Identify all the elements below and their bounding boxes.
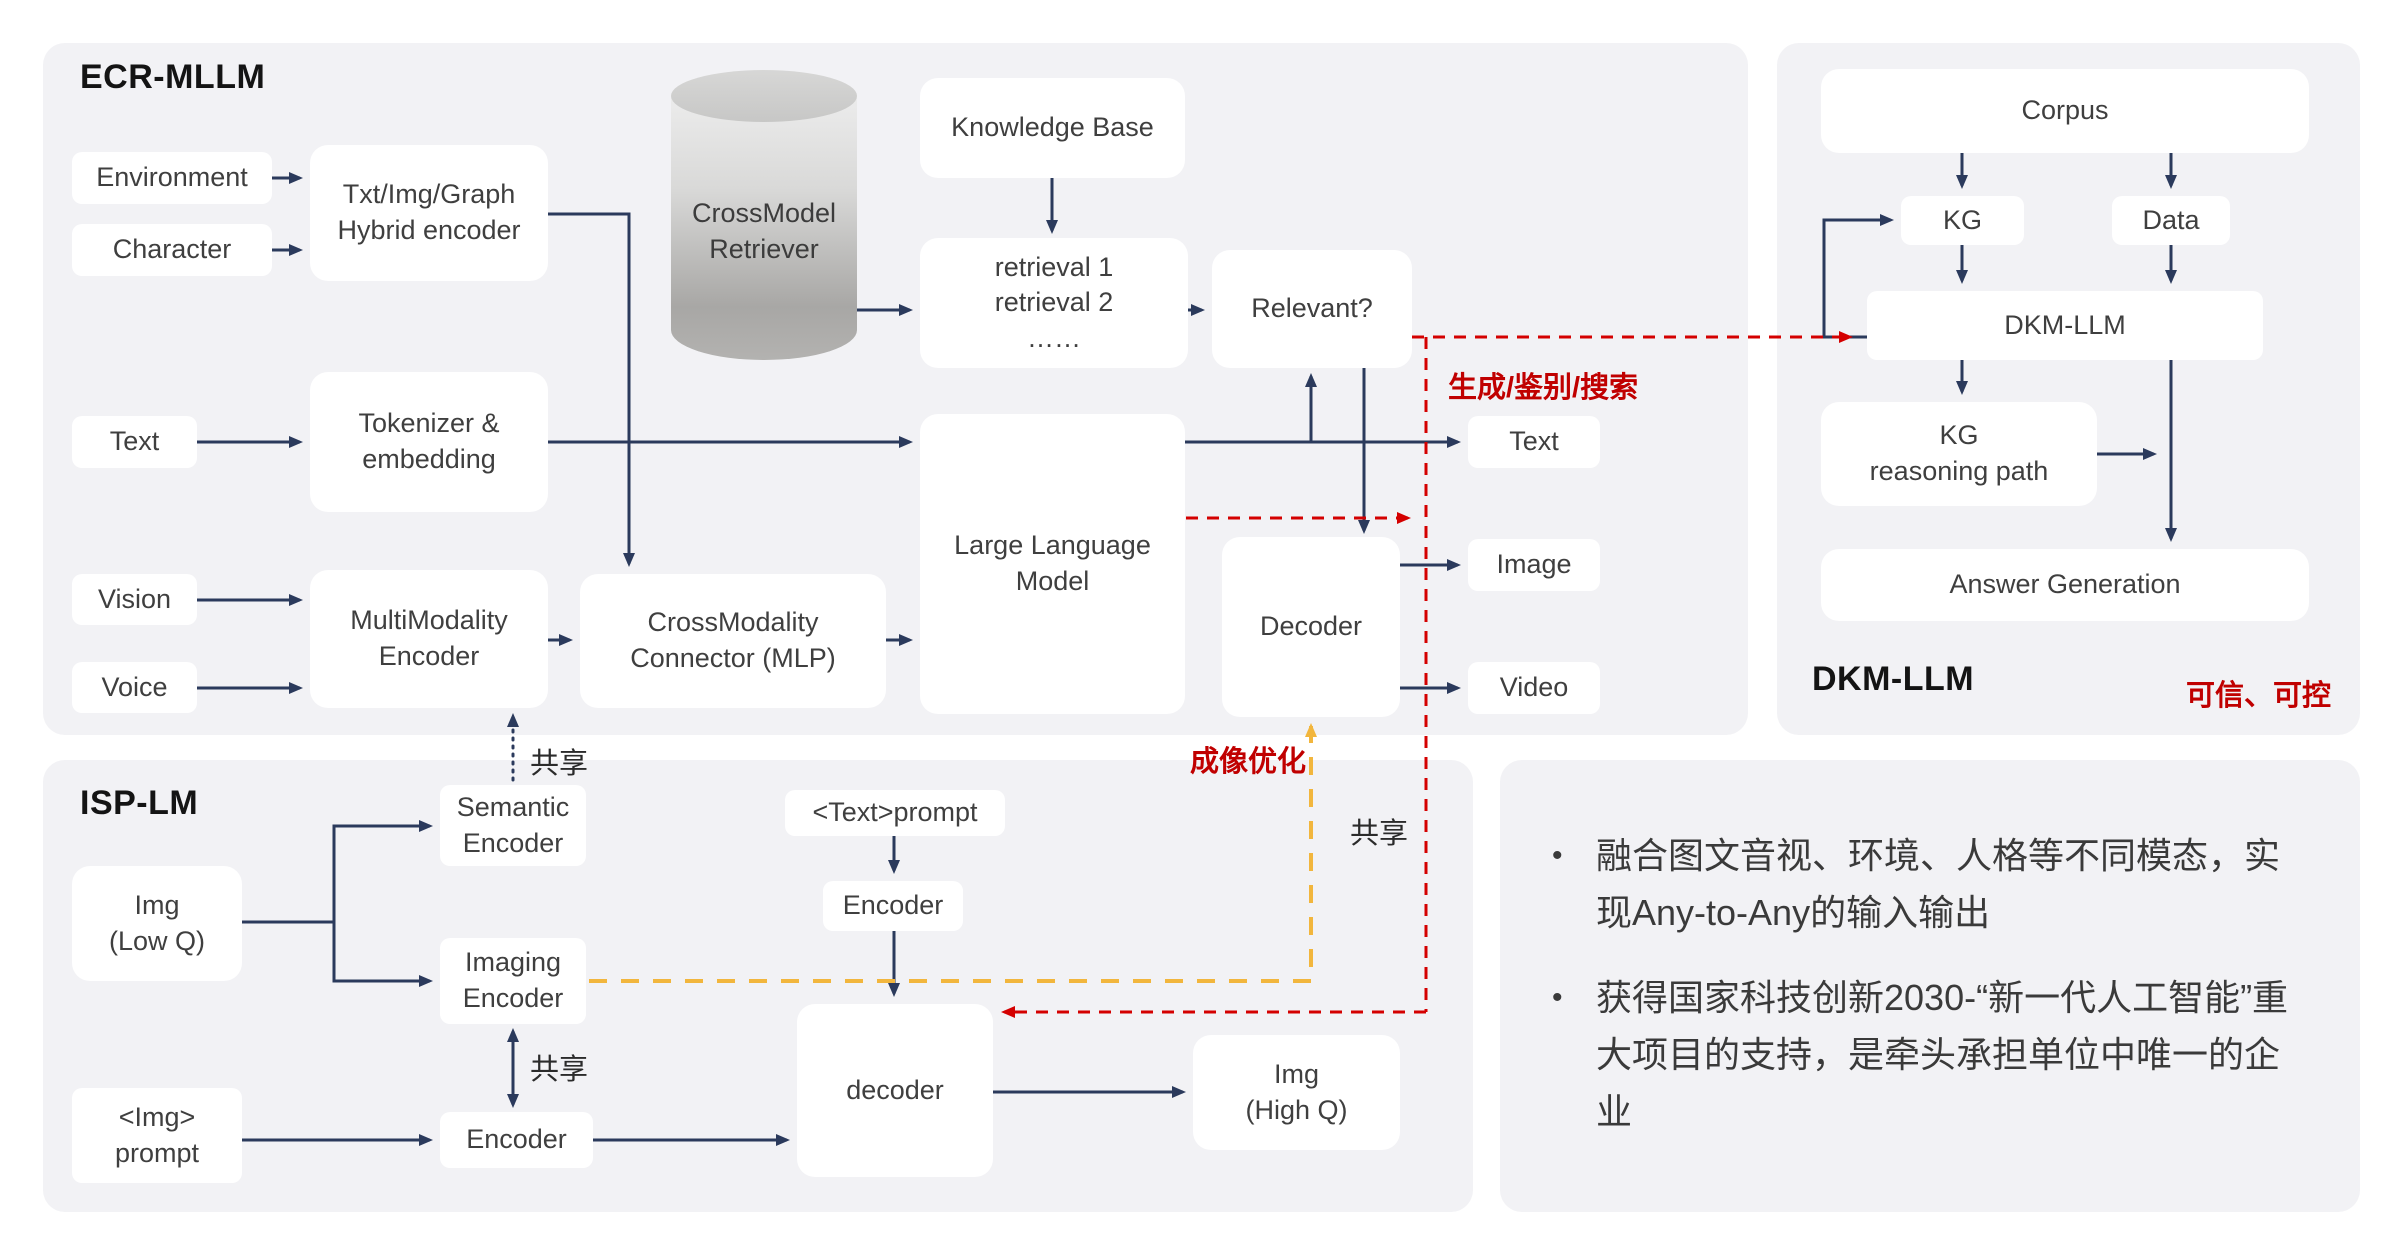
hybrid-encoder-node: Txt/Img/Graph Hybrid encoder <box>310 145 548 281</box>
trust-controllable-label: 可信、可控 <box>2186 680 2332 712</box>
imaging-encoder-node: Imaging Encoder <box>440 938 586 1024</box>
crossmodel-retriever-cylinder: CrossModel Retriever <box>671 70 857 360</box>
crossmodality-connector-node: CrossModality Connector (MLP) <box>580 574 886 708</box>
crossmodel-retriever-label: CrossModel Retriever <box>691 198 837 265</box>
notes-list: • 融合图文音视、环境、人格等不同模态，实现Any-to-Any的输入输出 • … <box>1552 828 2312 1168</box>
img-low-q-node: Img (Low Q) <box>72 866 242 981</box>
knowledge-base-node: Knowledge Base <box>920 78 1185 178</box>
img-high-q-node: Img (High Q) <box>1193 1035 1400 1150</box>
kg-node: KG <box>1901 196 2024 245</box>
semantic-encoder-node: Semantic Encoder <box>440 785 586 866</box>
bullet-marker: • <box>1552 980 1563 1014</box>
dkm-llm-node: DKM-LLM <box>1867 291 2263 360</box>
note-text-1: 融合图文音视、环境、人格等不同模态，实现Any-to-Any的输入输出 <box>1596 835 2281 933</box>
environment-node: Environment <box>72 152 272 204</box>
multimodality-encoder-node: MultiModality Encoder <box>310 570 548 708</box>
answer-generation-node: Answer Generation <box>1821 549 2309 621</box>
data-node: Data <box>2112 196 2230 245</box>
voice-node: Voice <box>72 662 197 713</box>
corpus-node: Corpus <box>1821 69 2309 153</box>
encoder-bottom-node: Encoder <box>440 1112 593 1168</box>
kg-reasoning-path-node: KG reasoning path <box>1821 402 2097 506</box>
generate-discriminate-search-label: 生成/鉴别/搜索 <box>1448 372 1639 404</box>
note-bullet-2: • 获得国家科技创新2030-“新一代人工智能”重大项目的支持，是牵头承担单位中… <box>1552 970 2312 1141</box>
dkm-llm-title: DKM-LLM <box>1812 660 1975 698</box>
tokenizer-node: Tokenizer & embedding <box>310 372 548 512</box>
isp-decoder-node: decoder <box>797 1004 993 1177</box>
isp-lm-title: ISP-LM <box>80 784 199 822</box>
share-label-decoder: 共享 <box>1350 818 1409 850</box>
character-node: Character <box>72 224 272 276</box>
decoder-node: Decoder <box>1222 537 1400 717</box>
cylinder-body <box>671 96 857 360</box>
text-prompt-node: <Text>prompt <box>785 790 1005 836</box>
retrieval-node: retrieval 1 retrieval 2 …… <box>920 238 1188 368</box>
share-label-semantic: 共享 <box>530 748 589 780</box>
img-prompt-node: <Img> prompt <box>72 1088 242 1183</box>
imaging-optimization-label: 成像优化 <box>1190 746 1307 778</box>
notes-panel <box>1500 760 2360 1212</box>
ecr-mllm-title: ECR-MLLM <box>80 58 266 96</box>
bullet-marker: • <box>1552 839 1563 872</box>
note-bullet-1: • 融合图文音视、环境、人格等不同模态，实现Any-to-Any的输入输出 <box>1552 828 2312 942</box>
text-input-node: Text <box>72 416 197 468</box>
note-text-2: 获得国家科技创新2030-“新一代人工智能”重大项目的支持，是牵头承担单位中唯一… <box>1596 976 2289 1132</box>
relevant-node: Relevant? <box>1212 250 1412 368</box>
vision-node: Vision <box>72 574 197 625</box>
share-label-encoder: 共享 <box>530 1054 589 1086</box>
cylinder-top <box>671 70 857 122</box>
text-output-node: Text <box>1468 416 1600 468</box>
large-language-model-node: Large Language Model <box>920 414 1185 714</box>
image-output-node: Image <box>1468 539 1600 591</box>
video-output-node: Video <box>1468 662 1600 714</box>
encoder-mid-node: Encoder <box>823 881 963 931</box>
